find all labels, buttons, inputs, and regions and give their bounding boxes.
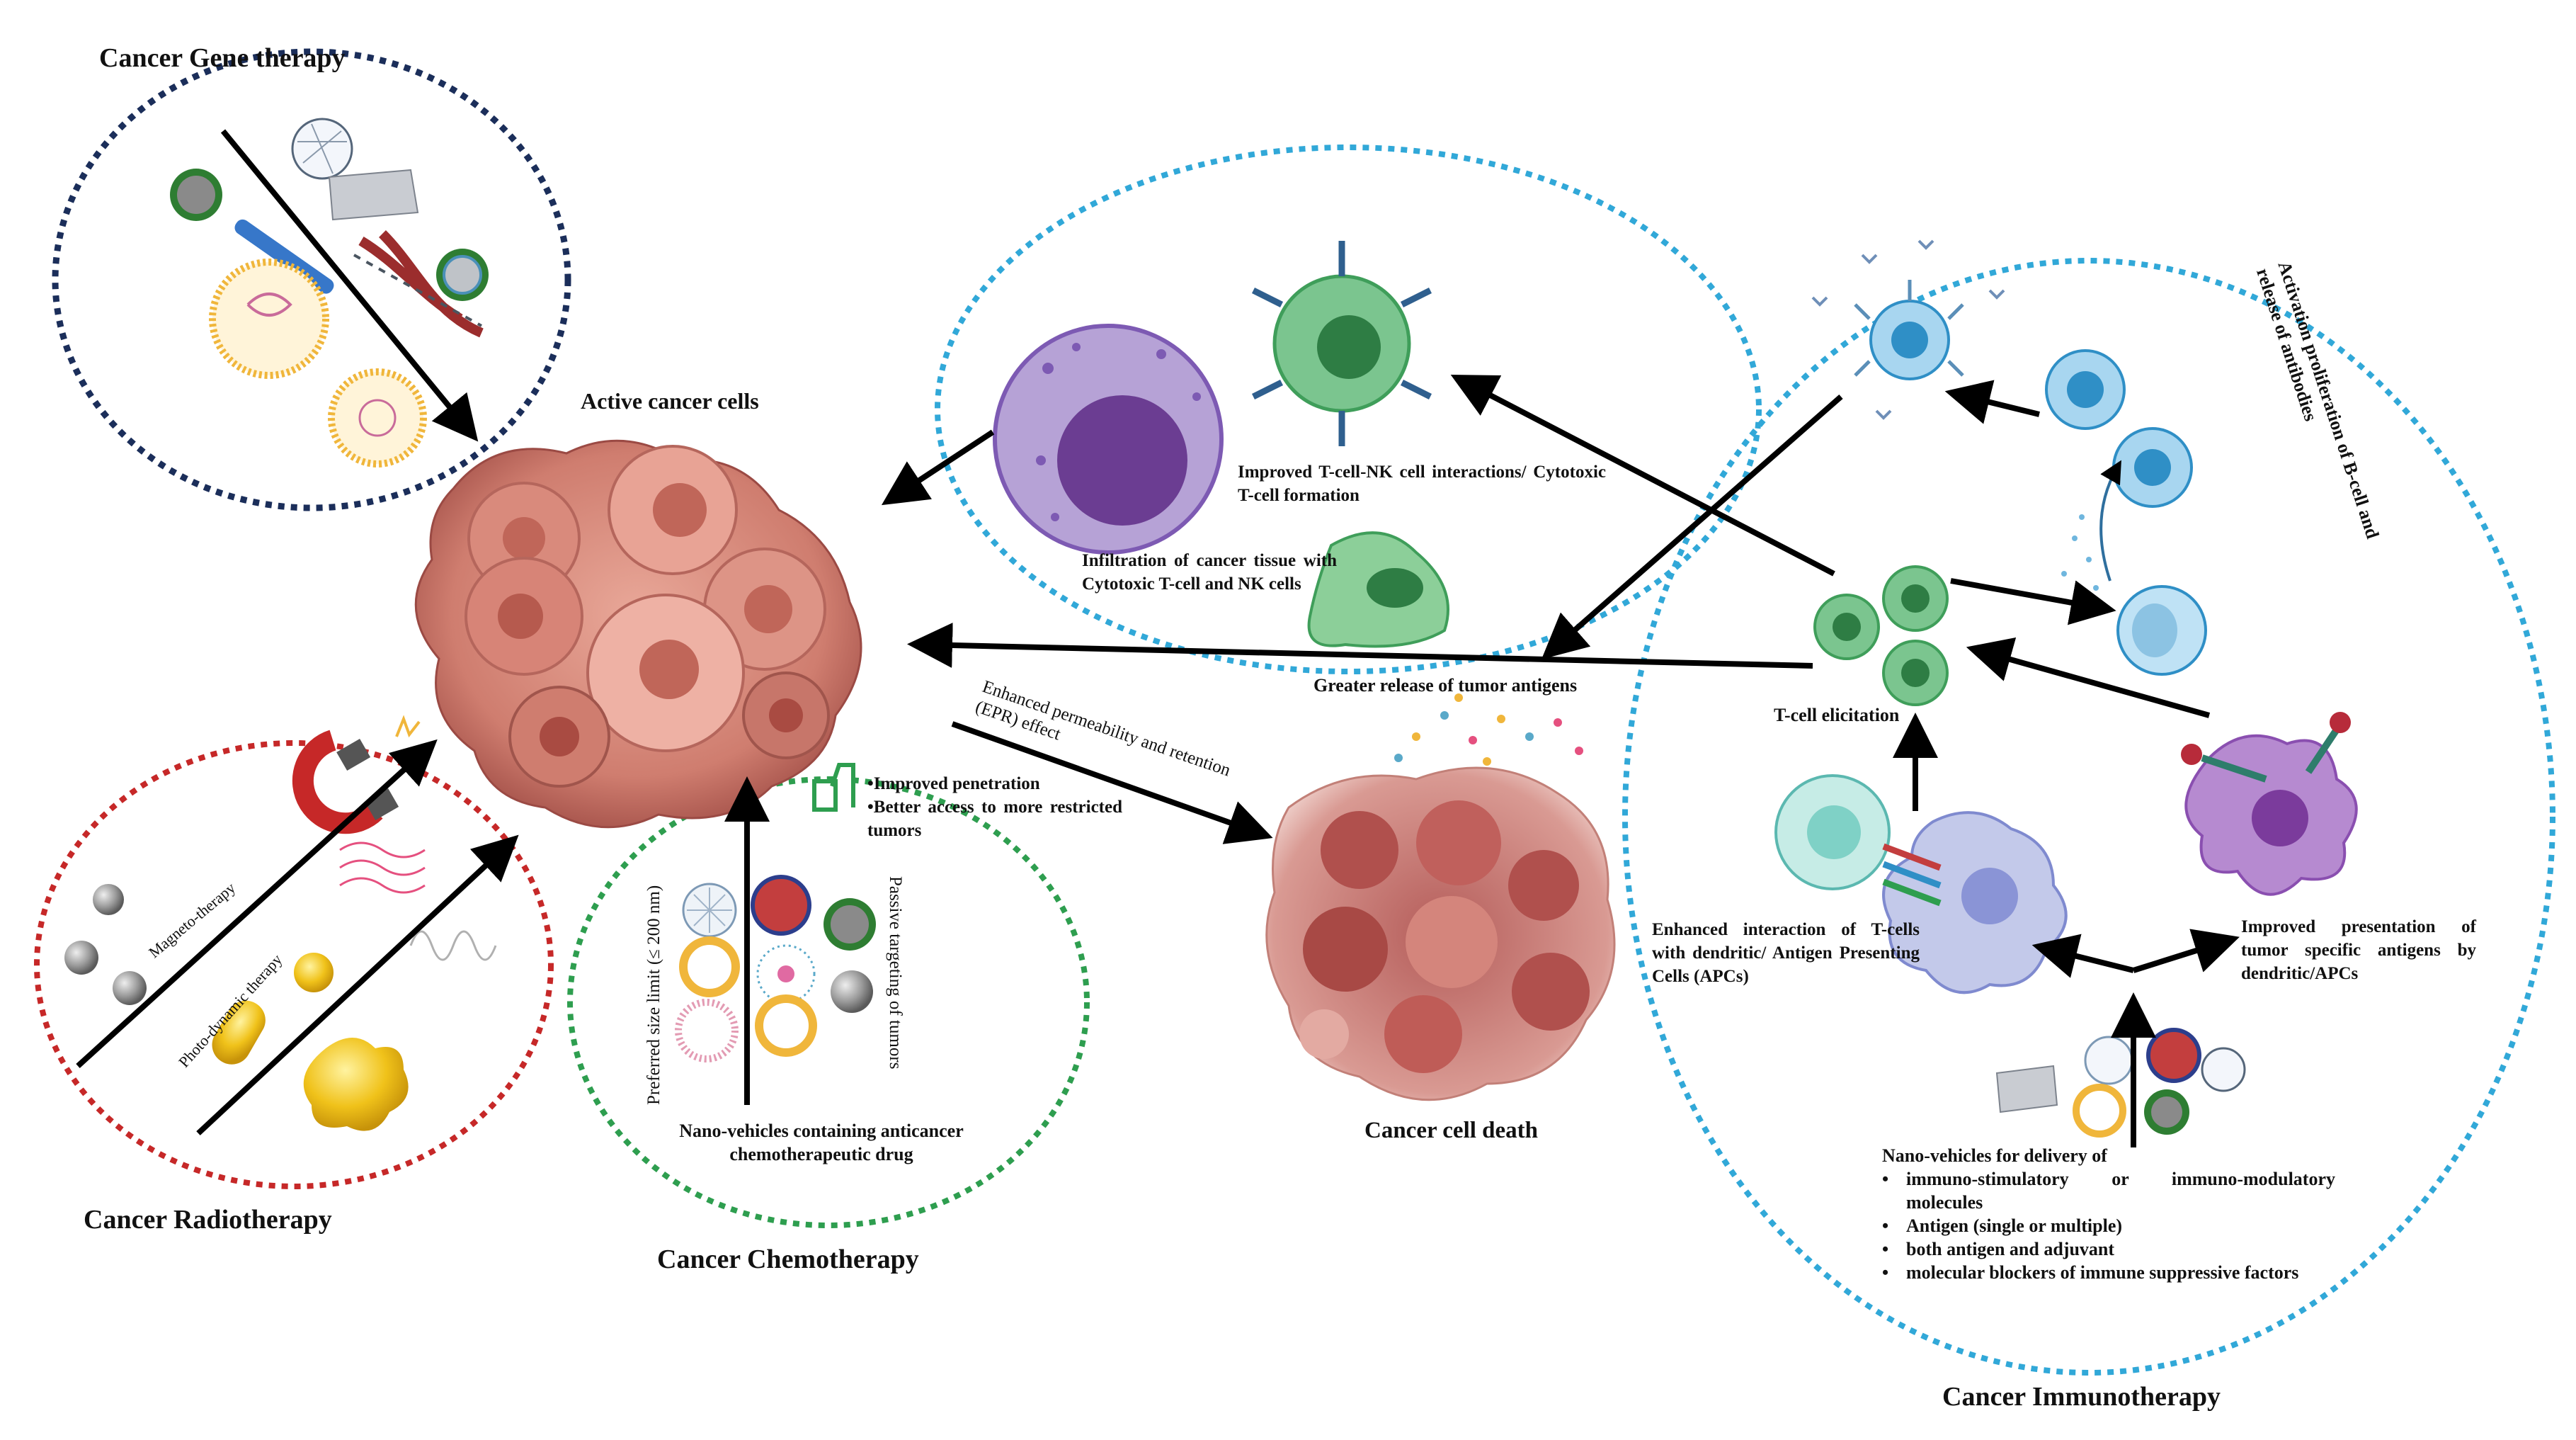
gene-therapy-illustrations xyxy=(170,118,489,467)
chemo-benefit-item: •Better access to more restricted tumors xyxy=(867,798,1122,840)
immuno-nanovehicles xyxy=(1995,1028,2246,1138)
immuno-vehicles-list: Nano-vehicles for delivery of immuno-sti… xyxy=(1882,1144,2335,1284)
b-cells xyxy=(1811,239,2207,676)
dendritic-cell-purple xyxy=(2181,712,2358,896)
radiotherapy-ring xyxy=(34,740,554,1189)
bcell-to-death-arrow xyxy=(1541,394,1843,659)
immuno-list-item: both antigen and adjuvant xyxy=(1882,1237,2335,1261)
improved-tcell-nk-label: Improved T-cell-NK cell interactions/ Cy… xyxy=(1238,463,1606,505)
radiotherapy-illustrations xyxy=(64,715,497,1131)
immuno-vehicles-title: Nano-vehicles for delivery of xyxy=(1882,1145,2107,1166)
active-cancer-cells-label: Active cancer cells xyxy=(581,388,759,414)
radiotherapy-title: Cancer Radiotherapy xyxy=(84,1205,332,1235)
active-cancer-cells-illustration xyxy=(414,439,862,829)
chemotherapy-title: Cancer Chemotherapy xyxy=(657,1245,919,1274)
immunotherapy-ring xyxy=(1622,258,2555,1376)
tcell-to-cytotoxic-arrow xyxy=(1450,374,1835,577)
tcell-elicitation-label: T-cell elicitation xyxy=(1774,705,1900,725)
infiltration-label: Infiltration of cancer tissue with Cytot… xyxy=(1082,551,1337,594)
epr-arrow xyxy=(951,721,1273,844)
passive-targeting-label: Passive targeting of tumors xyxy=(886,876,905,1070)
preferred-size-label: Preferred size limit (≤ 200 nm) xyxy=(644,885,663,1105)
bcell-activation-arrow xyxy=(1944,380,2040,424)
fork-to-apc-arrow xyxy=(2031,934,2134,978)
tcell-to-bcell-arrow xyxy=(1950,578,2116,625)
nk-and-cytotoxic-cells xyxy=(993,241,1449,648)
chemotherapy-illustrations xyxy=(675,763,876,1062)
gene-therapy-arrow xyxy=(220,129,479,442)
immuno-list-item: molecular blockers of immune suppressive… xyxy=(1882,1261,2335,1284)
gene-therapy-title: Cancer Gene therapy xyxy=(99,43,346,73)
infiltration-to-cancer-arrow xyxy=(881,429,995,506)
immuno-list-item: Antigen (single or multiple) xyxy=(1882,1214,2335,1237)
immuno-list-item: immuno-stimulatory or immuno-modulatory … xyxy=(1882,1167,2335,1214)
radiotherapy-arrow-2 xyxy=(196,834,519,1135)
enhanced-interaction-label: Enhanced interaction of T-cells with den… xyxy=(1652,920,1920,986)
t-cells-cluster xyxy=(1813,565,1949,706)
gene-therapy-ring xyxy=(52,48,571,511)
cancer-cell-death-label: Cancer cell death xyxy=(1364,1118,1539,1143)
tcell-to-cancer-arrow xyxy=(907,622,1813,669)
infiltration-ring xyxy=(935,144,1762,674)
chemo-vehicles-label: Nano-vehicles containing anticancer chem… xyxy=(679,1121,964,1164)
fork-to-dc-arrow xyxy=(2132,929,2240,973)
chemo-benefit-item: •Improved penetration xyxy=(867,774,1040,793)
chemo-benefits: •Improved penetration •Better access to … xyxy=(867,772,1122,842)
cancer-cell-death-illustration xyxy=(1265,693,1616,1101)
dc-to-tcell-arrow xyxy=(1966,637,2211,718)
immunotherapy-title: Cancer Immunotherapy xyxy=(1942,1382,2221,1412)
apc-tcell-interaction xyxy=(1774,774,2068,994)
greater-release-label: Greater release of tumor antigens xyxy=(1313,675,1578,696)
improved-presentation-label: Improved presentation of tumor specific … xyxy=(2241,917,2476,983)
radiotherapy-arrow-1 xyxy=(76,739,438,1068)
